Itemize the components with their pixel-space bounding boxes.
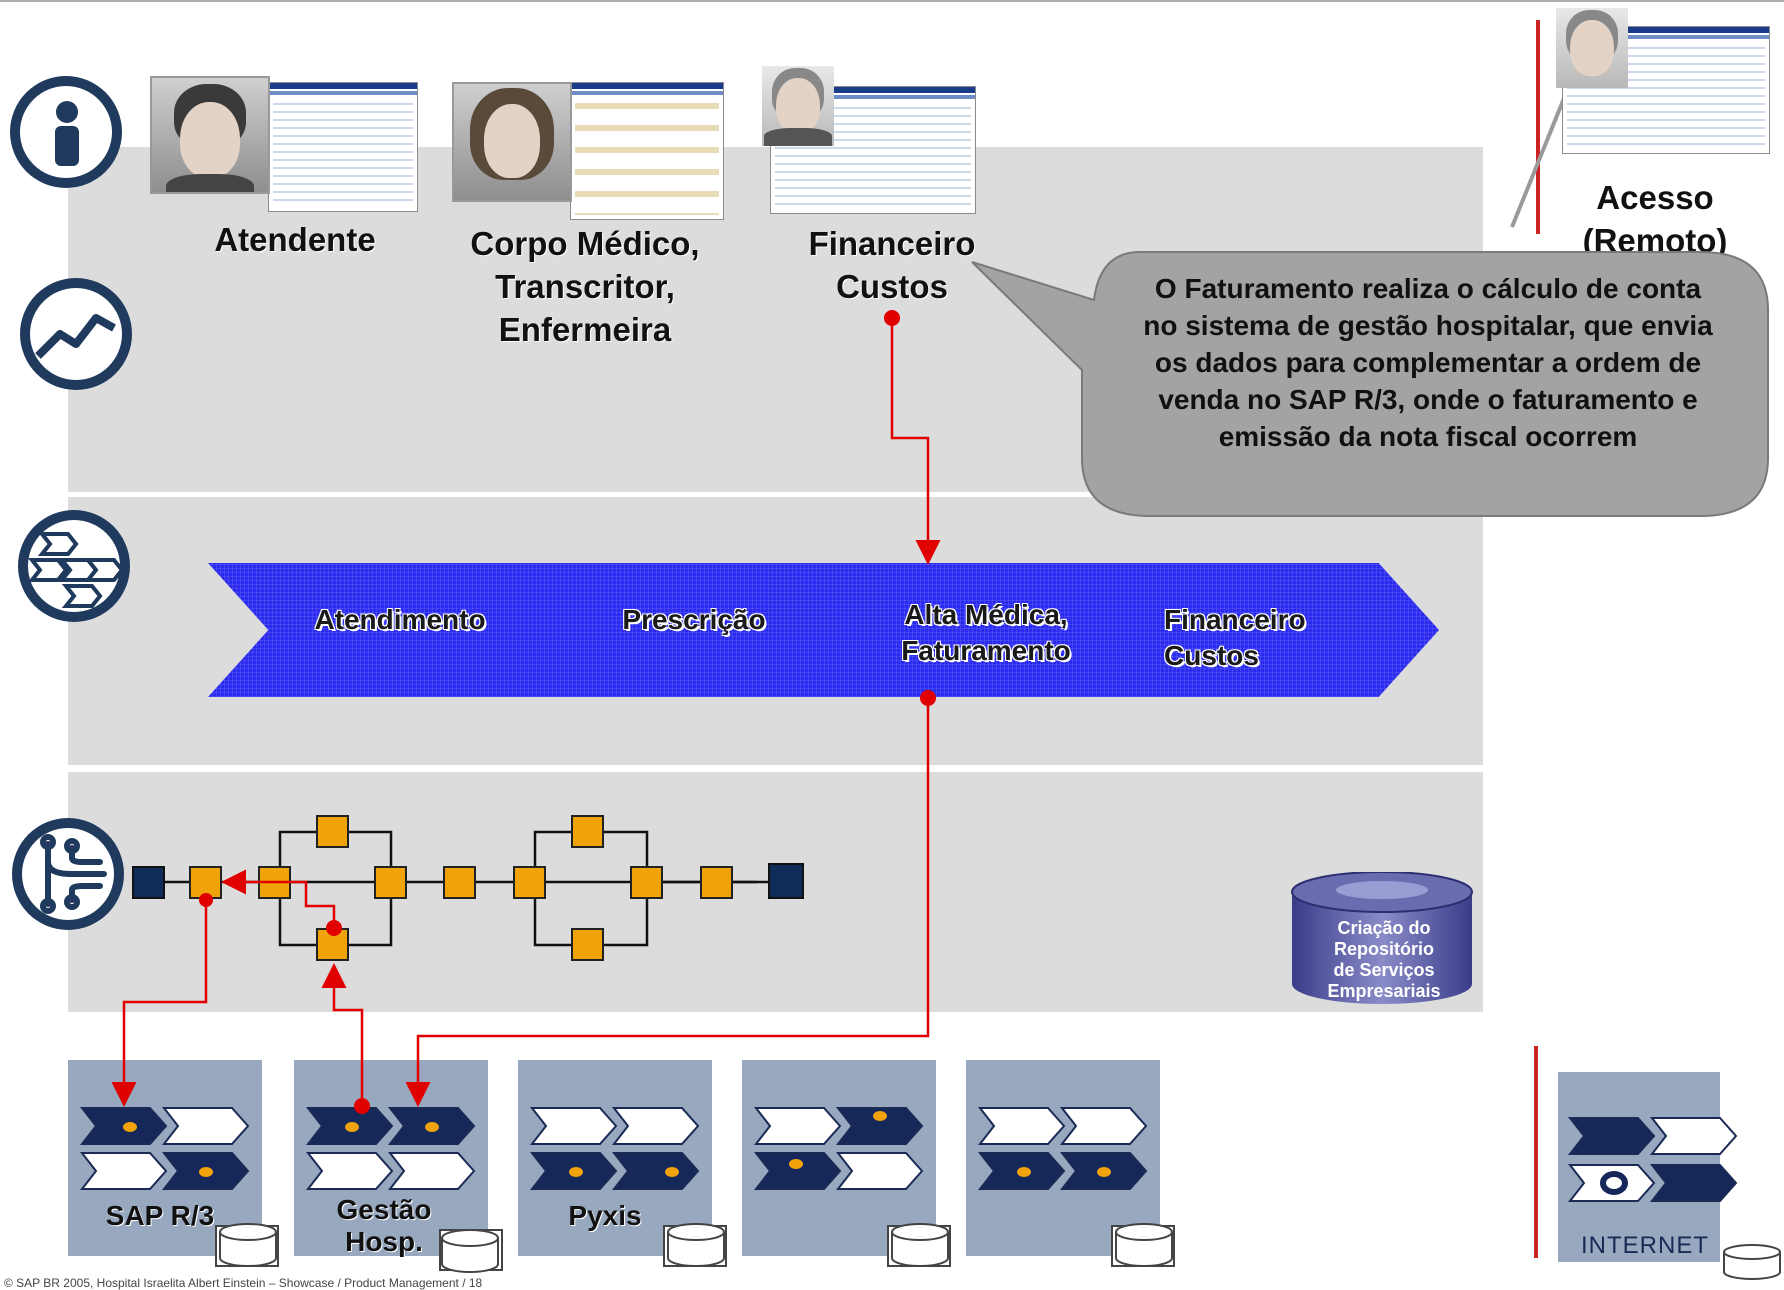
app-screenshot: [268, 82, 418, 212]
system-sap-label: SAP R/3: [105, 1200, 215, 1231]
system-pyxis-label: Pyxis: [568, 1200, 642, 1231]
internet-divider: [1534, 1046, 1538, 1258]
system-internet-label: INTERNET: [1581, 1232, 1709, 1259]
process-step-label: Prescrição: [622, 604, 766, 635]
workflow-end-node: [768, 863, 804, 899]
role-financeiro: Financeiro Custos: [808, 225, 976, 305]
workflow-node: [571, 815, 604, 848]
app-screenshot: [1562, 26, 1770, 154]
trend-icon: [20, 278, 132, 390]
repository-label: Criação do Repositório de Serviços Empre…: [1327, 918, 1441, 1001]
workflow-node: [443, 866, 476, 899]
footer-text: © SAP BR 2005, Hospital Israelita Albert…: [4, 1276, 483, 1290]
system-gestao-label: Gestão Hosp.: [336, 1194, 432, 1257]
role-corpo-medico: Corpo Médico, Transcritor, Enfermeira: [470, 225, 700, 348]
app-screenshot: [570, 82, 724, 220]
avatar-financeiro: [762, 66, 834, 146]
workflow-node: [571, 928, 604, 961]
access-divider: [1536, 20, 1540, 234]
repository-cylinder: [1291, 872, 1473, 1004]
workflow-node: [630, 866, 663, 899]
top-rule: [0, 0, 1784, 2]
process-step-label: Atendimento: [314, 604, 486, 635]
process-chevrons-icon: [18, 510, 130, 622]
workflow-node: [316, 815, 349, 848]
workflow-start-node: [132, 866, 165, 899]
workflow-node: [700, 866, 733, 899]
workflow-node: [374, 866, 407, 899]
callout-text: O Faturamento realiza o cálculo de conta…: [1143, 273, 1713, 452]
avatar-corpo-medico: [452, 82, 572, 202]
process-step-label: Alta Médica, Faturamento: [901, 599, 1071, 666]
role-atendente: Atendente: [214, 221, 376, 258]
workflow-icon: [12, 818, 124, 930]
avatar-acesso: [1556, 8, 1628, 88]
avatar-atendente: [150, 76, 270, 194]
process-step-label: Financeiro Custos: [1164, 604, 1306, 671]
person-icon: [10, 76, 122, 188]
workflow-node: [513, 866, 546, 899]
